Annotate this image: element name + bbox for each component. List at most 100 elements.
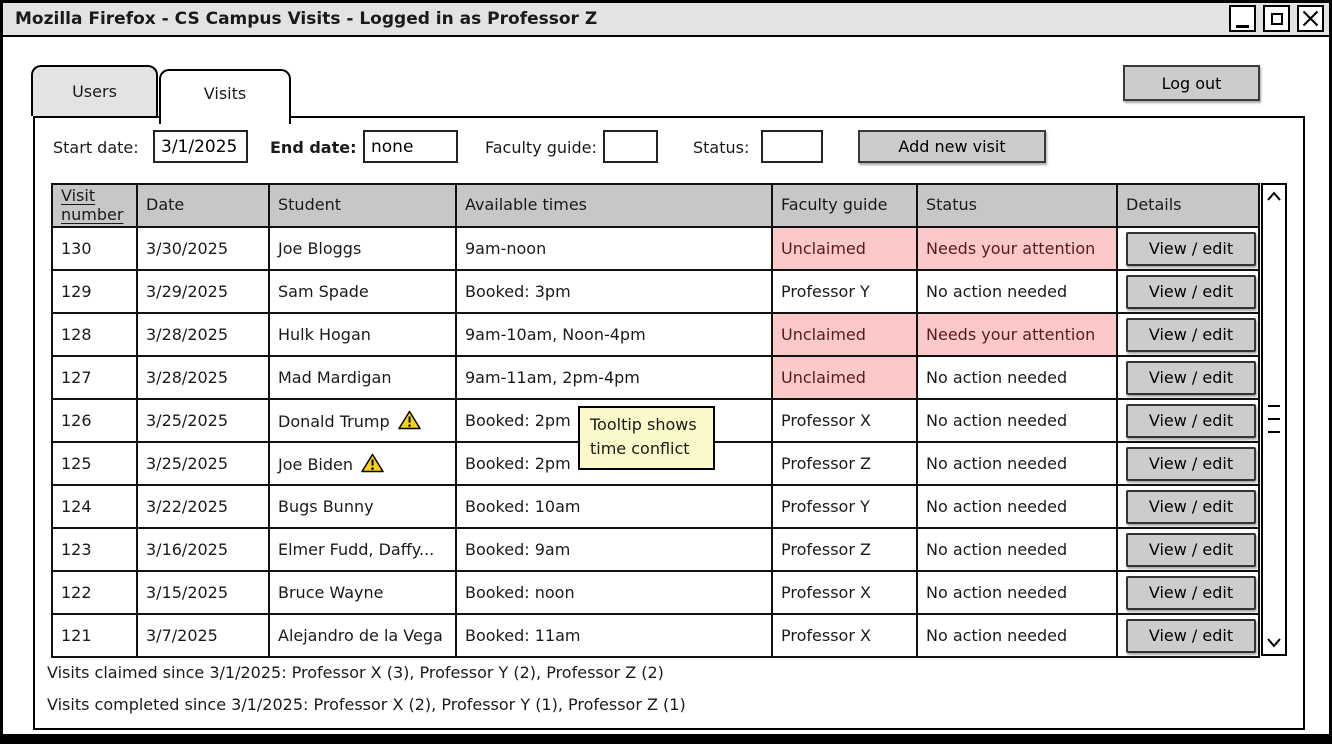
cell-status: Needs your attention [916,312,1118,357]
cell-student: Joe Biden [268,441,457,486]
cell-faculty-guide: Professor Z [771,527,918,572]
view-edit-button[interactable]: View / edit [1126,317,1256,352]
visits-claimed-summary: Visits claimed since 3/1/2025: Professor… [47,663,664,682]
status-filter-label: Status: [693,138,750,157]
scroll-up-icon[interactable] [1265,189,1283,203]
maximize-icon [1270,12,1283,25]
cell-status: No action needed [916,398,1118,443]
tab-visits[interactable]: Visits [159,69,291,124]
cell-details: View / edit [1116,355,1260,400]
cell-date: 3/15/2025 [136,570,270,615]
cell-visit-number: 130 [51,226,138,271]
time-conflict-tooltip: Tooltip shows time conflict [578,406,715,470]
visits-completed-summary: Visits completed since 3/1/2025: Profess… [47,695,686,714]
time-conflict-warning-icon[interactable] [397,410,421,430]
cell-student: Joe Bloggs [268,226,457,271]
faculty-guide-filter-input[interactable] [603,130,658,163]
cell-student: Mad Mardigan [268,355,457,400]
cell-visit-number: 129 [51,269,138,314]
window-controls [1229,5,1324,32]
view-edit-button[interactable]: View / edit [1126,274,1256,309]
logout-button[interactable]: Log out [1123,65,1260,101]
cell-faculty-guide: Professor Y [771,484,918,529]
add-new-visit-button[interactable]: Add new visit [858,130,1046,163]
cell-visit-number: 126 [51,398,138,443]
view-edit-button[interactable]: View / edit [1126,231,1256,266]
cell-status: No action needed [916,527,1118,572]
cell-available-times: 9am-11am, 2pm-4pm [455,355,773,400]
tab-users[interactable]: Users [31,65,158,116]
cell-date: 3/29/2025 [136,269,270,314]
cell-student: Alejandro de la Vega [268,613,457,658]
cell-details: View / edit [1116,484,1260,529]
close-button[interactable] [1297,5,1324,32]
cell-date: 3/28/2025 [136,312,270,357]
cell-student: Hulk Hogan [268,312,457,357]
column-header-faculty-guide[interactable]: Faculty guide [771,183,918,228]
cell-details: View / edit [1116,441,1260,486]
cell-date: 3/30/2025 [136,226,270,271]
cell-details: View / edit [1116,312,1260,357]
end-date-input[interactable] [363,130,458,163]
cell-details: View / edit [1116,226,1260,271]
cell-faculty-guide: Professor X [771,570,918,615]
cell-status: Needs your attention [916,226,1118,271]
column-header-status[interactable]: Status [916,183,1118,228]
cell-faculty-guide: Unclaimed [771,312,918,357]
cell-date: 3/7/2025 [136,613,270,658]
cell-visit-number: 122 [51,570,138,615]
view-edit-button[interactable]: View / edit [1126,360,1256,395]
cell-student: Elmer Fudd, Daffy... [268,527,457,572]
cell-status: No action needed [916,355,1118,400]
time-conflict-warning-icon[interactable] [361,453,384,473]
cell-status: No action needed [916,441,1118,486]
cell-available-times: 9am-10am, Noon-4pm [455,312,773,357]
column-header-available-times[interactable]: Available times [455,183,773,228]
cell-faculty-guide: Unclaimed [771,226,918,271]
column-header-student[interactable]: Student [268,183,457,228]
status-filter-input[interactable] [761,130,823,163]
minimize-button[interactable] [1229,5,1256,32]
column-header-date[interactable]: Date [136,183,270,228]
cell-date: 3/16/2025 [136,527,270,572]
cell-visit-number: 127 [51,355,138,400]
view-edit-button[interactable]: View / edit [1126,446,1256,481]
window-titlebar[interactable]: Mozilla Firefox - CS Campus Visits - Log… [3,3,1329,37]
cell-visit-number: 121 [51,613,138,658]
column-header-visit-number[interactable]: Visit number [51,183,138,228]
cell-details: View / edit [1116,269,1260,314]
window-title: Mozilla Firefox - CS Campus Visits - Log… [15,9,598,29]
view-edit-button[interactable]: View / edit [1126,575,1256,610]
cell-status: No action needed [916,269,1118,314]
table-scrollbar[interactable] [1261,183,1287,656]
view-edit-button[interactable]: View / edit [1126,403,1256,438]
cell-available-times: Booked: 11am [455,613,773,658]
cell-date: 3/25/2025 [136,441,270,486]
scrollbar-thumb-grip[interactable] [1268,405,1280,444]
view-edit-button[interactable]: View / edit [1126,489,1256,524]
close-icon [1302,10,1319,27]
cell-faculty-guide: Professor Z [771,441,918,486]
scroll-down-icon[interactable] [1265,636,1283,650]
cell-status: No action needed [916,484,1118,529]
column-header-details[interactable]: Details [1116,183,1260,228]
view-edit-button[interactable]: View / edit [1126,532,1256,567]
cell-visit-number: 125 [51,441,138,486]
cell-available-times: Booked: noon [455,570,773,615]
cell-visit-number: 128 [51,312,138,357]
cell-details: View / edit [1116,570,1260,615]
start-date-input[interactable] [153,130,248,163]
view-edit-button[interactable]: View / edit [1126,618,1256,653]
minimize-icon [1236,25,1249,28]
cell-available-times: 9am-noon [455,226,773,271]
cell-details: View / edit [1116,398,1260,443]
cell-faculty-guide: Professor X [771,613,918,658]
maximize-button[interactable] [1263,5,1290,32]
